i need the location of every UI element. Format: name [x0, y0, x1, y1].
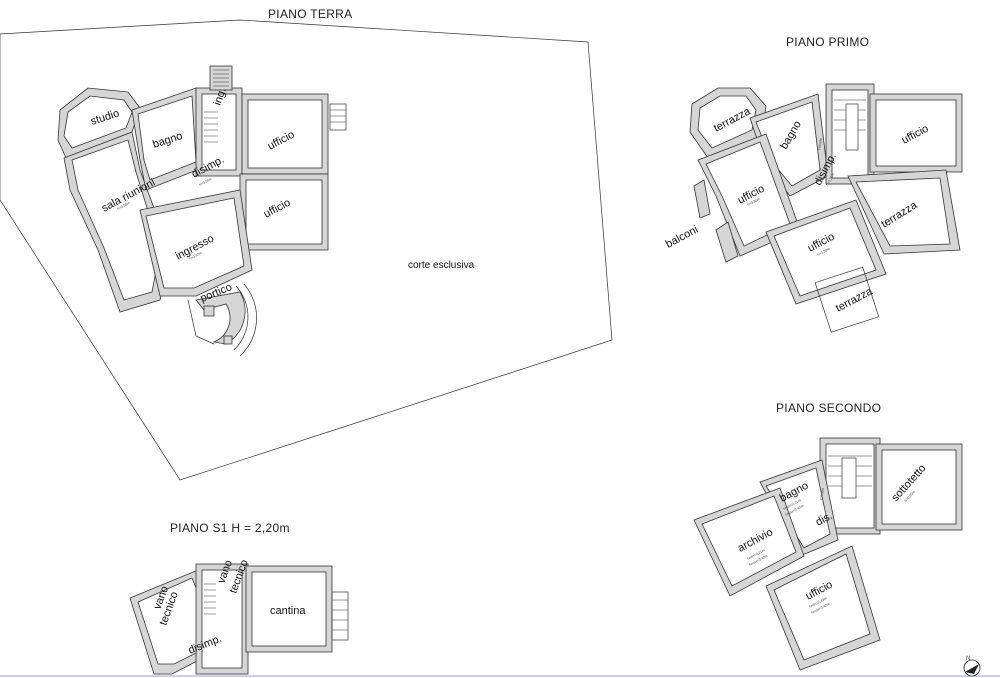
room-disimp-primo-height: h=3,20m: [825, 172, 835, 186]
piano-primo-title: PIANO PRIMO: [786, 35, 869, 49]
room-ufficio-s-height: h=3,39m: [817, 247, 831, 257]
balcone-shape: [693, 179, 711, 219]
portico-shape: [195, 291, 246, 345]
north-label: N: [966, 656, 970, 662]
room-ing: ing.: [212, 86, 229, 107]
piano-terra-title: PIANO TERRA: [268, 7, 352, 21]
piano-secondo-plan: PIANO SECONDO bagno hmin=2,21m hmax=3,42…: [693, 401, 963, 671]
label-corte-esclusiva: corte esclusiva: [408, 260, 475, 271]
room-disimp-height: h=3,50m: [199, 177, 213, 187]
piano-terra-plan: PIANO TERRA studio bagno ing. ufficio di…: [0, 7, 613, 481]
s1-stairs: [204, 583, 216, 615]
room-sala-height: h=3,58m: [117, 201, 131, 211]
label-cavedio-primo: cavedio: [817, 138, 823, 151]
piano-primo-plan: PIANO PRIMO terrazza bagno disimp. h=3,2…: [664, 35, 963, 333]
north-arrow-icon: N: [963, 656, 981, 677]
piano-secondo-title: PIANO SECONDO: [776, 401, 881, 415]
label-cavedio-secondo: cavedio: [819, 488, 825, 501]
primo-stairs: [834, 99, 866, 131]
terra-building: [57, 65, 347, 357]
piano-s1-title: PIANO S1 H = 2,20m: [170, 521, 290, 535]
terra-inner-stairs: [204, 111, 218, 143]
terra-side-stairs: [330, 109, 346, 123]
lot-boundary: [0, 19, 613, 481]
s1-side-stairs: [332, 599, 348, 631]
terra-entry-stairs: [213, 69, 229, 87]
label-balconi: balconi: [664, 224, 700, 251]
piano-s1-plan: PIANO S1 H = 2,20m vano tecnico vano tec…: [129, 521, 349, 675]
room-ufficio-w-height: h=3,36m: [747, 197, 761, 207]
secondo-stairs: [828, 455, 872, 487]
room-ingresso-height: h=3,67m: [189, 251, 203, 261]
room-cantina: cantina: [270, 605, 306, 617]
